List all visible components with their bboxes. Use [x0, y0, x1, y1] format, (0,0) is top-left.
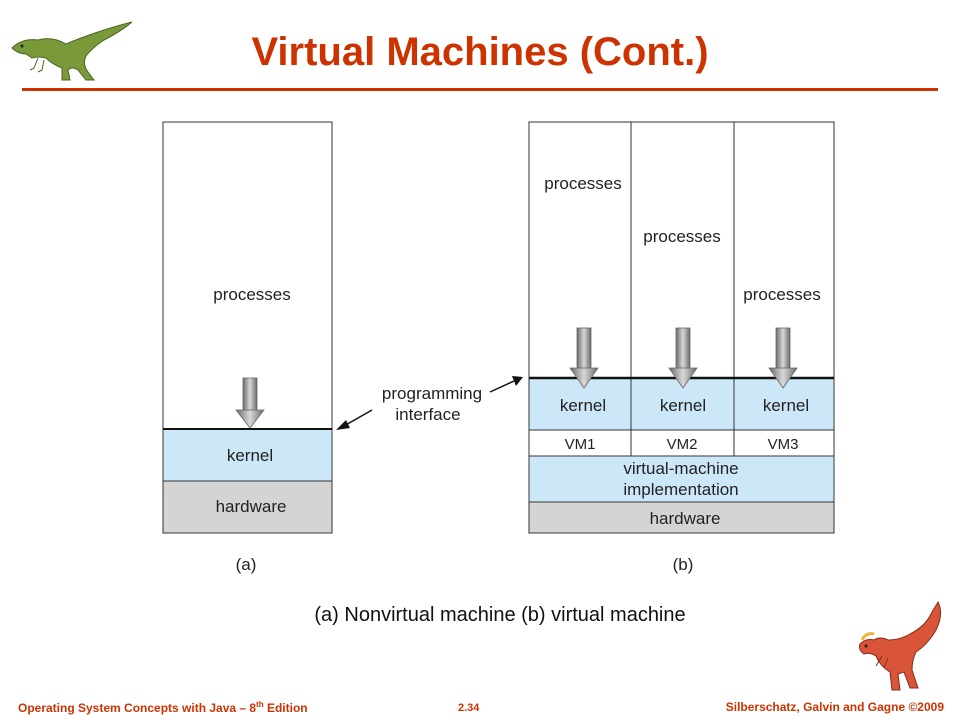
footer-edition-text: Edition	[263, 701, 308, 715]
b-processes-label-2: processes	[643, 227, 720, 246]
b-vm-implementation-box	[528, 455, 835, 503]
a-caption-label: (a)	[236, 555, 257, 574]
footer-page-number: 2.34	[458, 702, 480, 714]
a-hardware-label: hardware	[216, 497, 287, 516]
b-processes-label-3: processes	[743, 285, 820, 304]
a-kernel-label: kernel	[227, 446, 273, 465]
a-processes-label: processes	[213, 285, 290, 304]
diagram-a: processes kernel hardware (a)	[162, 121, 333, 574]
title-divider	[22, 88, 938, 91]
diagram-b: processes processes processes kernel ker…	[528, 121, 835, 574]
a-down-arrow-icon	[235, 377, 265, 429]
a-hardware-box	[162, 480, 333, 534]
b-down-arrow-1-icon	[569, 327, 599, 389]
b-vm-label-3: VM3	[768, 436, 799, 453]
b-processes-label-1: processes	[544, 174, 621, 193]
b-kernel-label-1: kernel	[560, 396, 606, 415]
programming-interface-callout: programming interface	[336, 376, 523, 430]
dinosaur-mascot-icon	[859, 600, 942, 691]
b-vm-impl-line1: virtual-machine	[623, 459, 738, 478]
b-hardware-box	[528, 501, 835, 534]
b-vm-impl-line2: implementation	[623, 480, 738, 499]
b-down-arrow-2-icon	[668, 327, 698, 389]
a-kernel-box	[162, 428, 333, 482]
callout-line1: programming	[382, 384, 482, 403]
callout-line2: interface	[395, 405, 460, 424]
callout-arrow-left-icon	[336, 409, 373, 430]
callout-arrow-right-icon	[489, 376, 523, 393]
footer-book-title-text: Operating System Concepts with Java – 8	[18, 701, 257, 715]
footer-authors: Silberschatz, Galvin and Gagne ©2009	[725, 700, 944, 714]
footer-edition-sup: th	[256, 700, 264, 709]
dinosaur-logo-icon	[11, 21, 133, 81]
b-vm-label-2: VM2	[667, 436, 698, 453]
b-hardware-label: hardware	[650, 509, 721, 528]
b-kernel-1	[528, 377, 632, 431]
b-down-arrow-3-icon	[768, 327, 798, 389]
b-vm-3	[733, 429, 835, 457]
footer-book-title: Operating System Concepts with Java – 8t…	[18, 700, 308, 715]
b-vm-label-1: VM1	[565, 436, 596, 453]
b-caption-label: (b)	[673, 555, 694, 574]
figure-caption: (a) Nonvirtual machine (b) virtual machi…	[314, 604, 686, 626]
a-processes-box	[162, 121, 333, 430]
b-kernel-label-3: kernel	[763, 396, 809, 415]
slide-title: Virtual Machines (Cont.)	[251, 30, 709, 74]
b-kernel-label-2: kernel	[660, 396, 706, 415]
